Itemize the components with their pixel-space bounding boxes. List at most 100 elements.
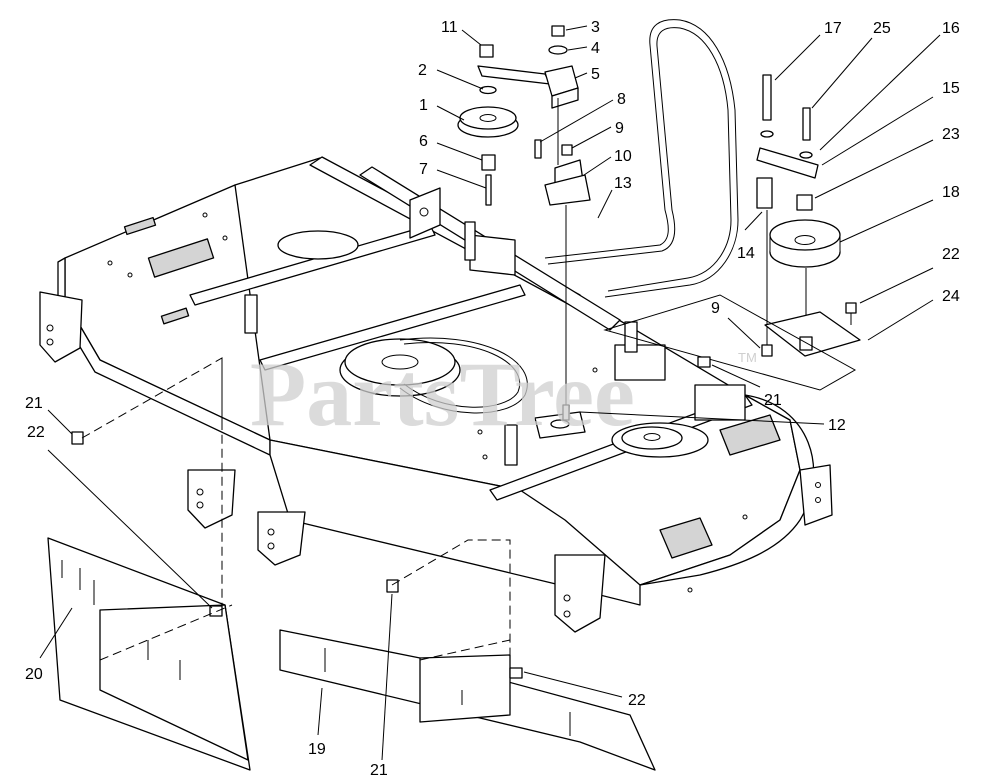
part-22-bolt-head (845, 302, 857, 314)
bracket-hole (815, 497, 821, 503)
deck-hole (742, 514, 748, 520)
bracket-hole (196, 501, 204, 509)
left-spindle-housing (277, 230, 359, 260)
leader-1 (436, 105, 465, 121)
bracket-hole (267, 542, 275, 550)
right-idler-assembly (603, 74, 861, 391)
part-9-nut (561, 144, 573, 156)
part-17-bolt (762, 74, 772, 121)
front-bracket (257, 511, 306, 566)
deck-belt-loop-inner (403, 342, 521, 408)
leader-10 (583, 156, 612, 176)
watermark-text: PartsTree (250, 343, 635, 445)
deck-decal-small (160, 307, 190, 325)
leader-21a (711, 364, 761, 388)
callout-19: 19 (308, 741, 326, 758)
callout-16: 16 (942, 20, 960, 37)
callout-15: 15 (942, 80, 960, 97)
mower-deck (39, 156, 833, 633)
part-8-pin (534, 139, 542, 159)
deck-front-skirt (269, 439, 641, 606)
right-spindle-hub (643, 433, 661, 441)
deck-hole (592, 367, 598, 373)
leader-21b (47, 409, 73, 435)
callout-1: 1 (419, 97, 428, 114)
callout-9a: 9 (615, 120, 624, 137)
callout-2: 2 (418, 62, 427, 79)
callout-21c: 21 (370, 762, 388, 779)
callout-20: 20 (25, 666, 43, 683)
callout-22a: 22 (942, 246, 960, 263)
deck-front-decal (659, 517, 713, 559)
part-16-washer (799, 151, 813, 159)
deck-hole (477, 429, 483, 435)
part-9-nut-right (761, 344, 773, 357)
leader-3 (565, 25, 588, 31)
leader-17 (774, 34, 821, 81)
watermark-trademark: TM (738, 350, 757, 365)
leader-24 (867, 299, 934, 341)
leader-23 (814, 139, 934, 199)
leader-18 (839, 199, 934, 243)
leader-22c (523, 671, 623, 698)
part-4-washer (548, 45, 568, 55)
leader-5 (574, 72, 588, 79)
callout-4: 4 (591, 40, 600, 57)
callout-3: 3 (591, 19, 600, 36)
callout-labels: 11 3 4 2 5 1 8 9 6 10 7 13 17 25 16 15 2… (25, 19, 960, 779)
idler-arm-assembly (457, 25, 591, 421)
baffle-slots (147, 640, 181, 680)
part-idler-arm (477, 65, 551, 85)
deck-tab (244, 294, 258, 334)
callout-10: 10 (614, 148, 632, 165)
deck-post (694, 384, 746, 421)
post-hole (419, 207, 429, 217)
callout-7: 7 (419, 161, 428, 178)
part-7-bolt (485, 174, 492, 206)
part-3-nut (551, 25, 565, 37)
bracket-hole (815, 482, 821, 488)
deck-belt-loop (399, 337, 528, 414)
leader-16 (819, 34, 941, 151)
part-21-nut-left (71, 431, 84, 445)
deck-right-decal (719, 414, 781, 456)
leader-6 (436, 142, 483, 161)
dashed-guide (391, 539, 511, 660)
part-14-spacer (756, 177, 773, 209)
deck-right-bracket (799, 464, 833, 526)
bracket-hole (196, 488, 204, 496)
part-2-washer (479, 85, 497, 95)
part-13-belt (544, 19, 739, 298)
leader-12 (579, 411, 825, 425)
callout-23: 23 (942, 126, 960, 143)
callout-24: 24 (942, 288, 960, 305)
leader-22b (47, 449, 213, 609)
left-front-bracket (187, 469, 236, 529)
idler-stud (562, 404, 570, 421)
callout-6: 6 (419, 133, 428, 150)
deck-hole (687, 587, 693, 593)
leader-lines (39, 25, 941, 761)
part-17-washer (760, 130, 774, 138)
leader-2 (436, 69, 484, 90)
mount-phantom-outline (603, 294, 857, 391)
leader-4 (567, 46, 588, 51)
deck-decal-grid (147, 238, 215, 278)
part-15-idler-arm (756, 147, 819, 179)
callout-11: 11 (441, 19, 458, 36)
bracket-hole (563, 610, 571, 618)
dashed-guide (99, 604, 233, 661)
callout-14: 14 (737, 245, 755, 262)
center-spindle-pulley (344, 338, 456, 386)
part-24-stud (799, 336, 813, 351)
part-1-pulley (459, 106, 517, 130)
part-22-bolt-front (509, 667, 523, 679)
right-spindle-pulley (621, 426, 683, 450)
deck-hole (482, 454, 488, 460)
part-10-bracket-base (544, 174, 591, 206)
part-20-baffle (99, 604, 249, 761)
bracket-hole (267, 528, 275, 536)
part-23-spacer (796, 194, 813, 211)
leader-15 (821, 96, 934, 166)
